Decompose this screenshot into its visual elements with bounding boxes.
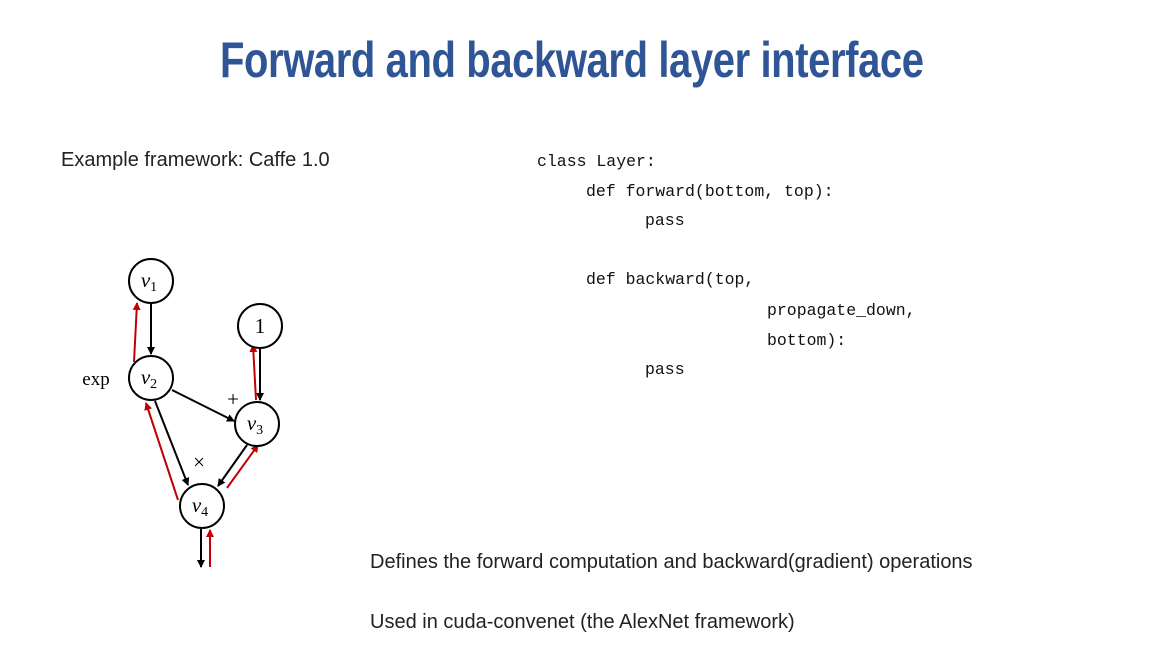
code-line: class Layer:	[537, 152, 656, 171]
node-v4-label: v4	[192, 493, 208, 520]
slide-title: Forward and backward layer interface	[220, 32, 924, 88]
grad-v3-one	[249, 344, 258, 401]
note-definition: Defines the forward computation and back…	[370, 551, 973, 573]
node-one	[237, 303, 283, 349]
edge-v3-v4	[217, 444, 248, 487]
node-v3-label: v3	[247, 411, 263, 438]
node-v2	[128, 355, 174, 401]
code-line: def backward(top,	[586, 270, 755, 289]
code-line: pass	[645, 211, 685, 230]
grad-v4-v3	[226, 444, 259, 489]
code-line: propagate_down,	[767, 301, 916, 320]
node-v4	[179, 483, 225, 529]
code-line: pass	[645, 360, 685, 379]
node-v1	[128, 258, 174, 304]
note-usage: Used in cuda-convenet (the AlexNet frame…	[370, 611, 795, 633]
grad-v4-v2	[144, 402, 179, 501]
exp-label: exp	[82, 369, 109, 390]
node-v3	[234, 401, 280, 447]
example-framework-text: Example framework: Caffe 1.0	[61, 149, 330, 171]
node-v2-label: v2	[141, 365, 157, 392]
node-v1-label: v1	[141, 268, 157, 295]
node-one-label: 1	[255, 314, 266, 338]
grad-v2-v1	[132, 302, 141, 363]
plus-label: +	[227, 387, 239, 411]
edge-v2-v4	[154, 400, 190, 486]
times-label: ×	[193, 450, 205, 474]
code-line: def forward(bottom, top):	[586, 182, 834, 201]
code-line: bottom):	[767, 331, 847, 350]
edge-v2-v3	[171, 389, 235, 422]
